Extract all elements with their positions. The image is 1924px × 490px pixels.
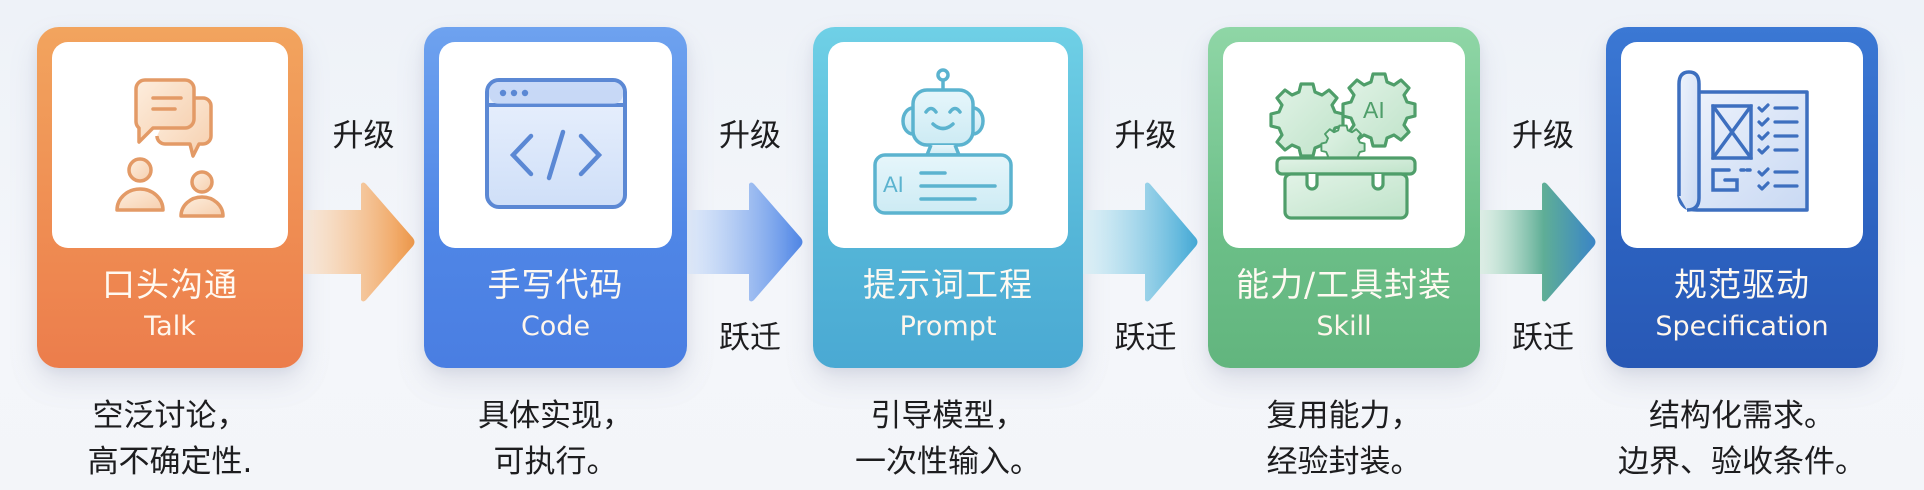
stage-subtitle: Prompt xyxy=(899,311,997,342)
stage-description: 复用能力， 经验封装。 xyxy=(1208,393,1480,485)
connector-code-prompt: 升级 跃迁 xyxy=(687,0,813,490)
stage-subtitle: Specification xyxy=(1655,311,1829,342)
description-line: 高不确定性. xyxy=(87,444,253,480)
stage-title: 规范驱动 xyxy=(1674,265,1810,304)
right-arrow-icon xyxy=(303,182,415,302)
stage-card-talk: 口头沟通 Talk xyxy=(37,27,303,368)
description-line: 空泛讨论， xyxy=(92,398,248,434)
upgrade-label: 升级 xyxy=(1512,118,1574,154)
upgrade-label: 升级 xyxy=(332,118,395,154)
description-line: 一次性输入。 xyxy=(855,444,1041,480)
right-arrow-icon xyxy=(1083,182,1198,302)
connector-prompt-skill: 升级 跃迁 xyxy=(1083,0,1208,490)
right-arrow-icon xyxy=(1480,182,1596,302)
icon-panel: AI xyxy=(828,42,1068,248)
stage-subtitle: Skill xyxy=(1316,311,1372,342)
description-line: 经验封装。 xyxy=(1266,444,1422,480)
conversation-people-icon xyxy=(115,78,225,218)
leap-label: 跃迁 xyxy=(1512,320,1574,356)
description-line: 可执行。 xyxy=(493,444,618,480)
stage-subtitle: Talk xyxy=(144,311,196,342)
stage-title: 口头沟通 xyxy=(102,265,238,304)
right-arrow-icon xyxy=(687,182,803,302)
icon-panel: AI xyxy=(1223,42,1465,248)
stage-description: 空泛讨论， 高不确定性. xyxy=(37,393,303,485)
stage-description: 结构化需求。 边界、验收条件。 xyxy=(1590,393,1894,485)
stage-card-skill: AI 能力/工具封装 Skill xyxy=(1208,27,1480,368)
stage-title: 提示词工程 xyxy=(863,265,1033,304)
code-window-icon xyxy=(484,78,627,209)
stage-description: 引导模型， 一次性输入。 xyxy=(813,393,1083,485)
leap-label: 跃迁 xyxy=(719,320,781,356)
upgrade-label: 升级 xyxy=(1114,118,1177,154)
connector-talk-code: 升级 xyxy=(303,0,424,490)
icon-panel xyxy=(439,42,672,248)
stage-title: 能力/工具封装 xyxy=(1235,265,1453,304)
stage-card-spec: 规范驱动 Specification xyxy=(1606,27,1878,368)
gear-toolbox-icon: AI xyxy=(1269,72,1417,220)
svg-text:AI: AI xyxy=(1363,97,1385,123)
leap-label: 跃迁 xyxy=(1114,320,1177,356)
connector-skill-spec: 升级 跃迁 xyxy=(1480,0,1606,490)
stage-card-code: 手写代码 Code xyxy=(424,27,687,368)
upgrade-label: 升级 xyxy=(719,118,781,154)
stage-subtitle: Code xyxy=(520,311,591,342)
blueprint-checklist-icon xyxy=(1677,70,1809,212)
stage-description: 具体实现， 可执行。 xyxy=(424,393,687,485)
svg-text:AI: AI xyxy=(883,172,904,197)
description-line: 边界、验收条件。 xyxy=(1618,444,1866,480)
description-line: 引导模型， xyxy=(870,398,1026,434)
stage-card-prompt: AI 提示词工程 Prompt xyxy=(813,27,1083,368)
description-line: 具体实现， xyxy=(478,398,633,434)
description-line: 结构化需求。 xyxy=(1649,398,1835,434)
description-line: 复用能力， xyxy=(1266,398,1422,434)
icon-panel xyxy=(1621,42,1863,248)
stage-title: 手写代码 xyxy=(487,265,624,304)
ai-robot-icon: AI xyxy=(873,68,1013,215)
icon-panel xyxy=(52,42,288,248)
